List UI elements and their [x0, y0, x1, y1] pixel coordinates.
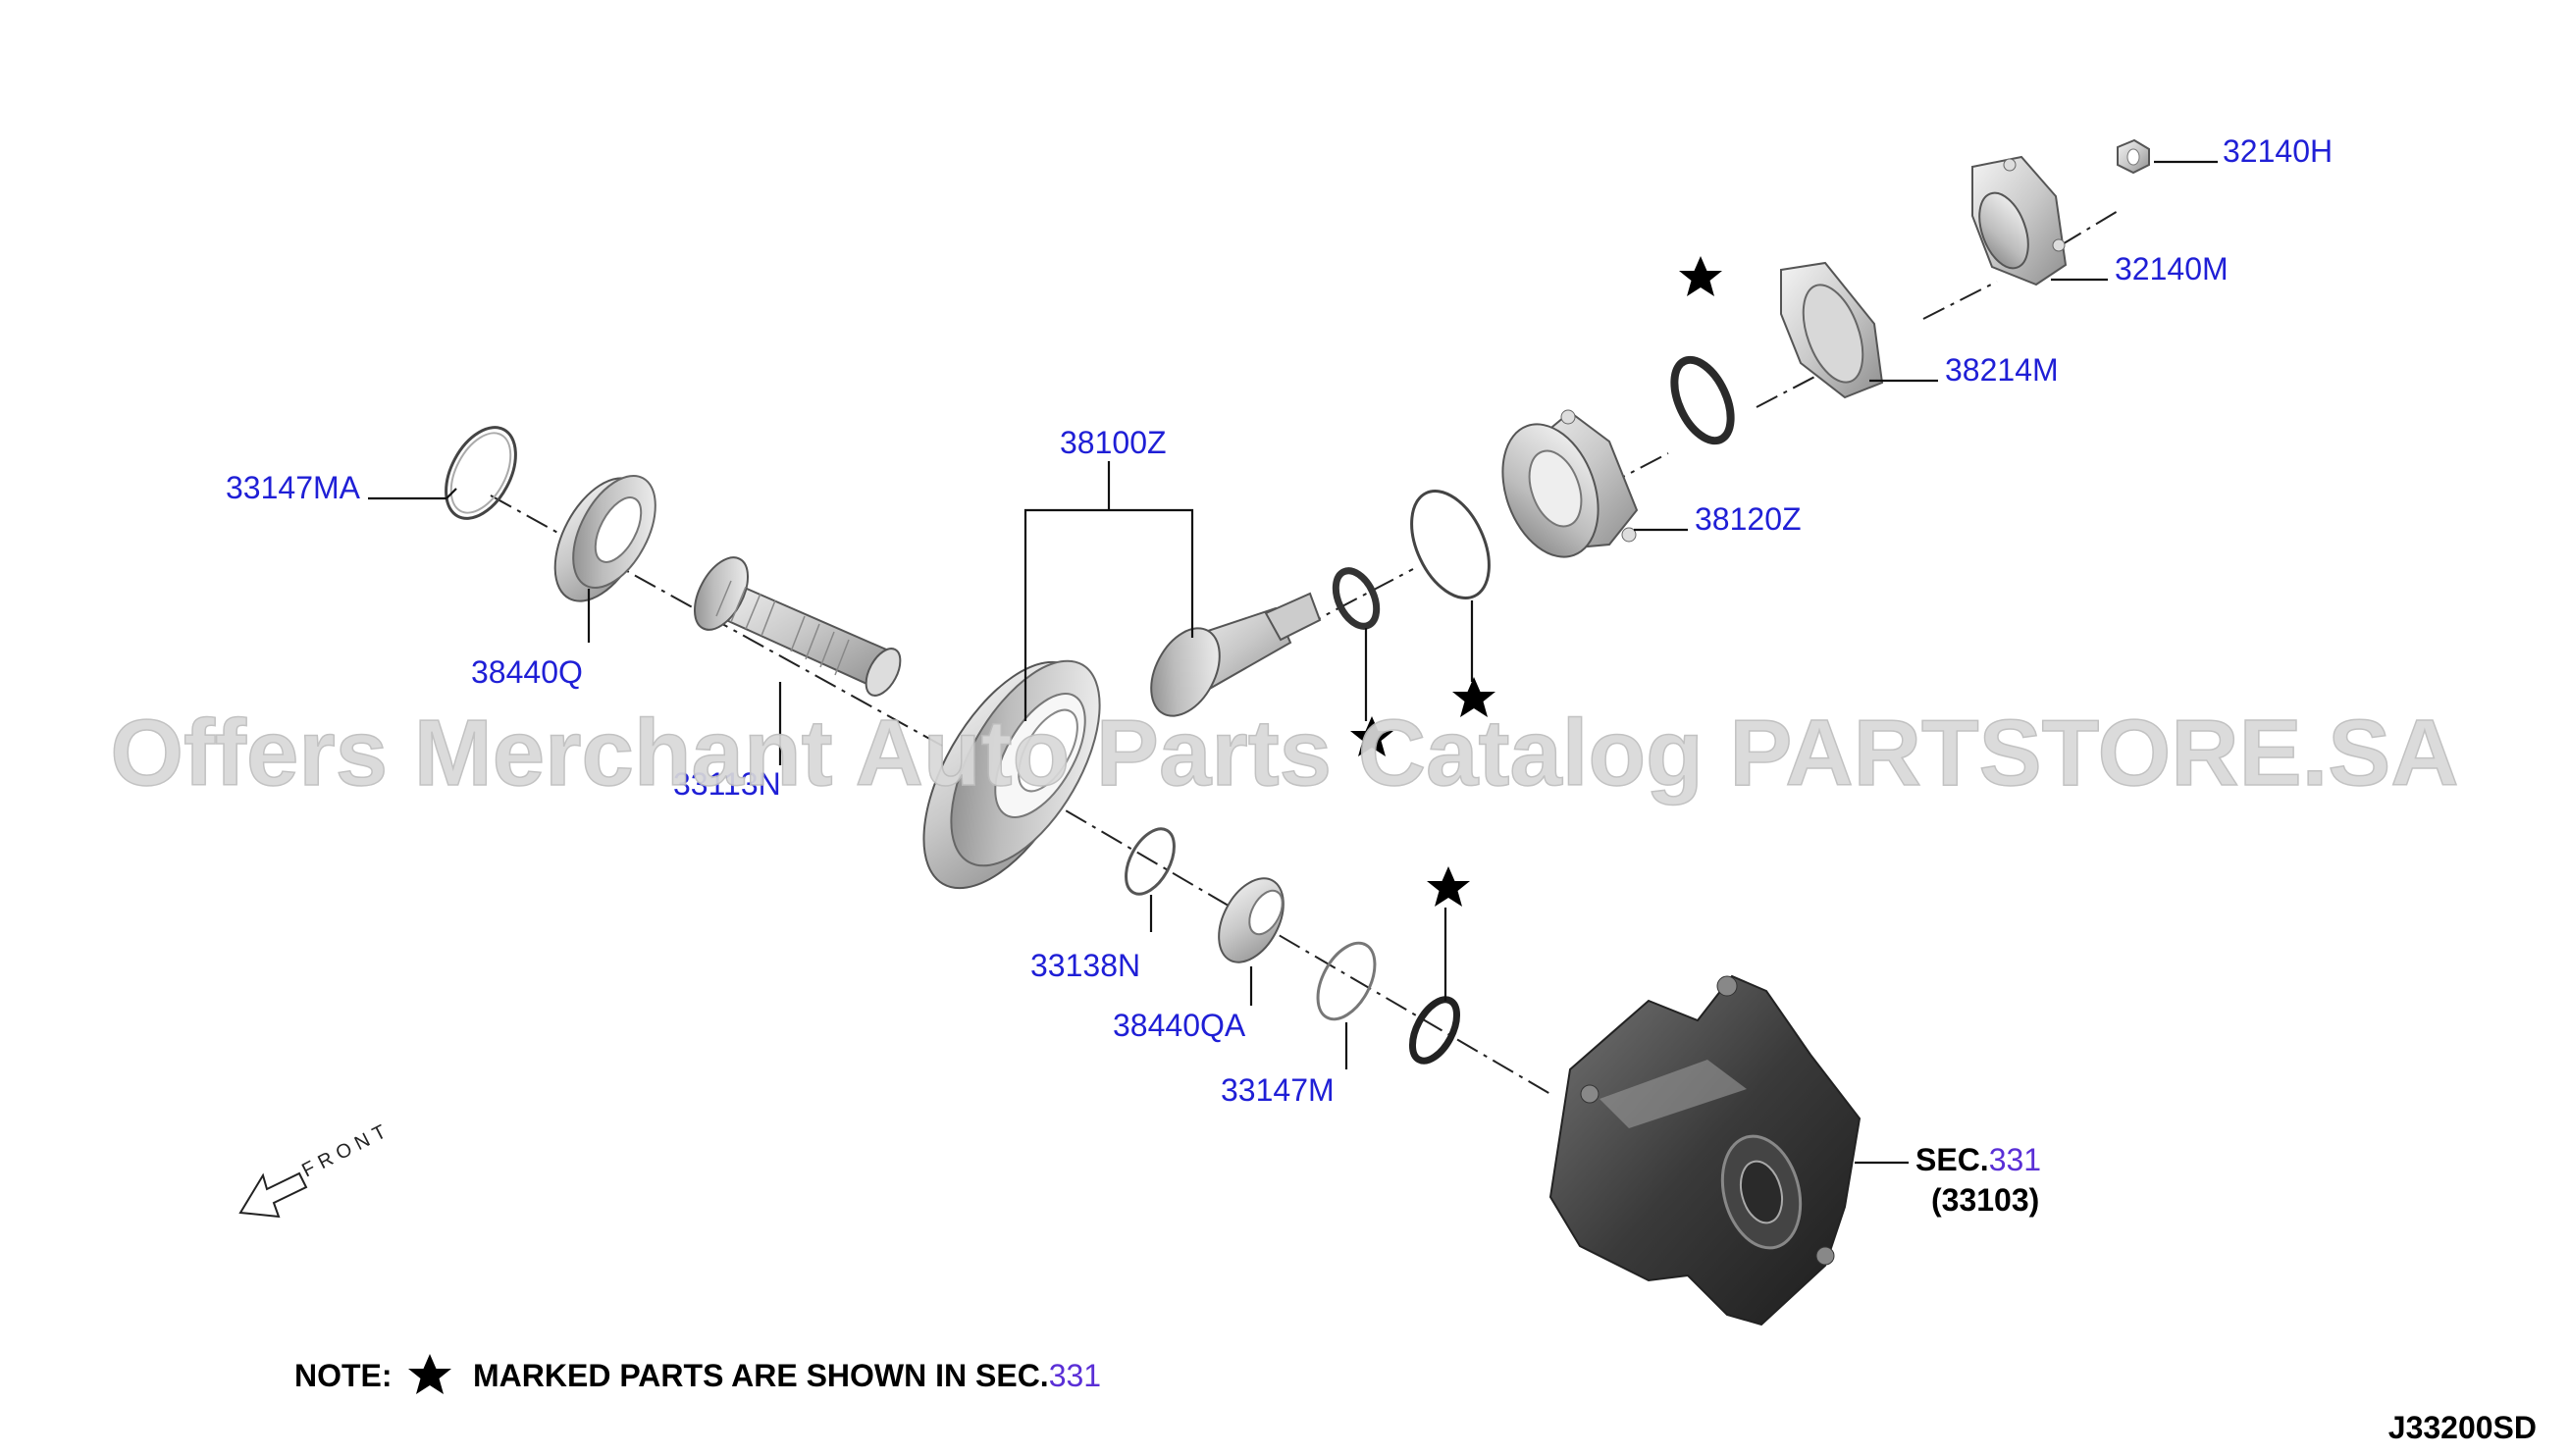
label-33147ma[interactable]: 33147MA	[226, 470, 361, 505]
star-icon	[1679, 256, 1722, 296]
cover-38214m-drawing[interactable]	[1780, 261, 1884, 399]
o-ring-33147m-drawing[interactable]	[1306, 934, 1387, 1029]
shim-ring-1-drawing[interactable]	[1328, 564, 1385, 633]
label-32140h[interactable]: 32140H	[2223, 133, 2333, 169]
shim-ring-4-drawing[interactable]	[1403, 993, 1466, 1068]
note-section-link-331[interactable]: 331	[1049, 1358, 1101, 1393]
shim-ring-3-drawing[interactable]	[1663, 351, 1743, 449]
part-labels: 33147MA 38440Q 33113N 38100Z 38120Z 3821…	[226, 133, 2333, 1108]
note-text: MARKED PARTS ARE SHOWN IN SEC.331	[473, 1358, 1101, 1393]
front-indicator: FRONT	[238, 1118, 394, 1219]
label-33113n[interactable]: 33113N	[673, 766, 781, 802]
section-ref-text: SEC.331	[1915, 1142, 2041, 1177]
label-33147m[interactable]: 33147M	[1221, 1072, 1335, 1108]
label-38214m[interactable]: 38214M	[1945, 352, 2059, 388]
front-arrow-icon	[238, 1171, 308, 1219]
watermark: Offers Merchant Auto Parts Catalog PARTS…	[110, 701, 2458, 806]
note: NOTE: MARKED PARTS ARE SHOWN IN SEC.331	[294, 1354, 1101, 1394]
snap-ring-33138n-drawing[interactable]	[1116, 821, 1183, 902]
transfer-housing-drawing[interactable]	[1548, 974, 1862, 1326]
ring-gear-38100z-drawing[interactable]	[890, 636, 1129, 914]
front-label: FRONT	[298, 1118, 394, 1181]
star-icon	[408, 1354, 451, 1394]
leader-lines	[368, 160, 2218, 1165]
diagram-code: J33200SD	[2388, 1410, 2537, 1445]
label-32140m[interactable]: 32140M	[2115, 251, 2229, 286]
label-38120z[interactable]: 38120Z	[1695, 501, 1802, 537]
differential-case-38120z-drawing[interactable]	[1486, 409, 1639, 570]
label-33138n[interactable]: 33138N	[1030, 948, 1140, 983]
section-reference: SEC.331 (33103)	[1915, 1142, 2041, 1218]
o-ring-33147ma-drawing[interactable]	[432, 416, 530, 530]
label-38440q[interactable]: 38440Q	[471, 654, 583, 690]
bearing-38440qa-drawing[interactable]	[1206, 867, 1297, 973]
label-38100z[interactable]: 38100Z	[1060, 425, 1167, 460]
note-prefix: NOTE:	[294, 1358, 393, 1393]
star-icon	[1427, 866, 1470, 907]
label-38440qa[interactable]: 38440QA	[1113, 1008, 1246, 1043]
section-link-331[interactable]: 331	[1989, 1142, 2041, 1177]
shaft-33113n-drawing[interactable]	[684, 548, 908, 701]
drive-pinion-38100z-drawing[interactable]	[1137, 592, 1322, 727]
o-ring-2-drawing[interactable]	[1396, 479, 1505, 610]
star-markers	[1350, 256, 1722, 907]
flange-32140m-drawing[interactable]	[1970, 155, 2068, 286]
bearing-38440q-drawing[interactable]	[537, 462, 673, 616]
nut-32140h-drawing[interactable]	[2117, 138, 2150, 175]
section-code: (33103)	[1931, 1182, 2039, 1218]
